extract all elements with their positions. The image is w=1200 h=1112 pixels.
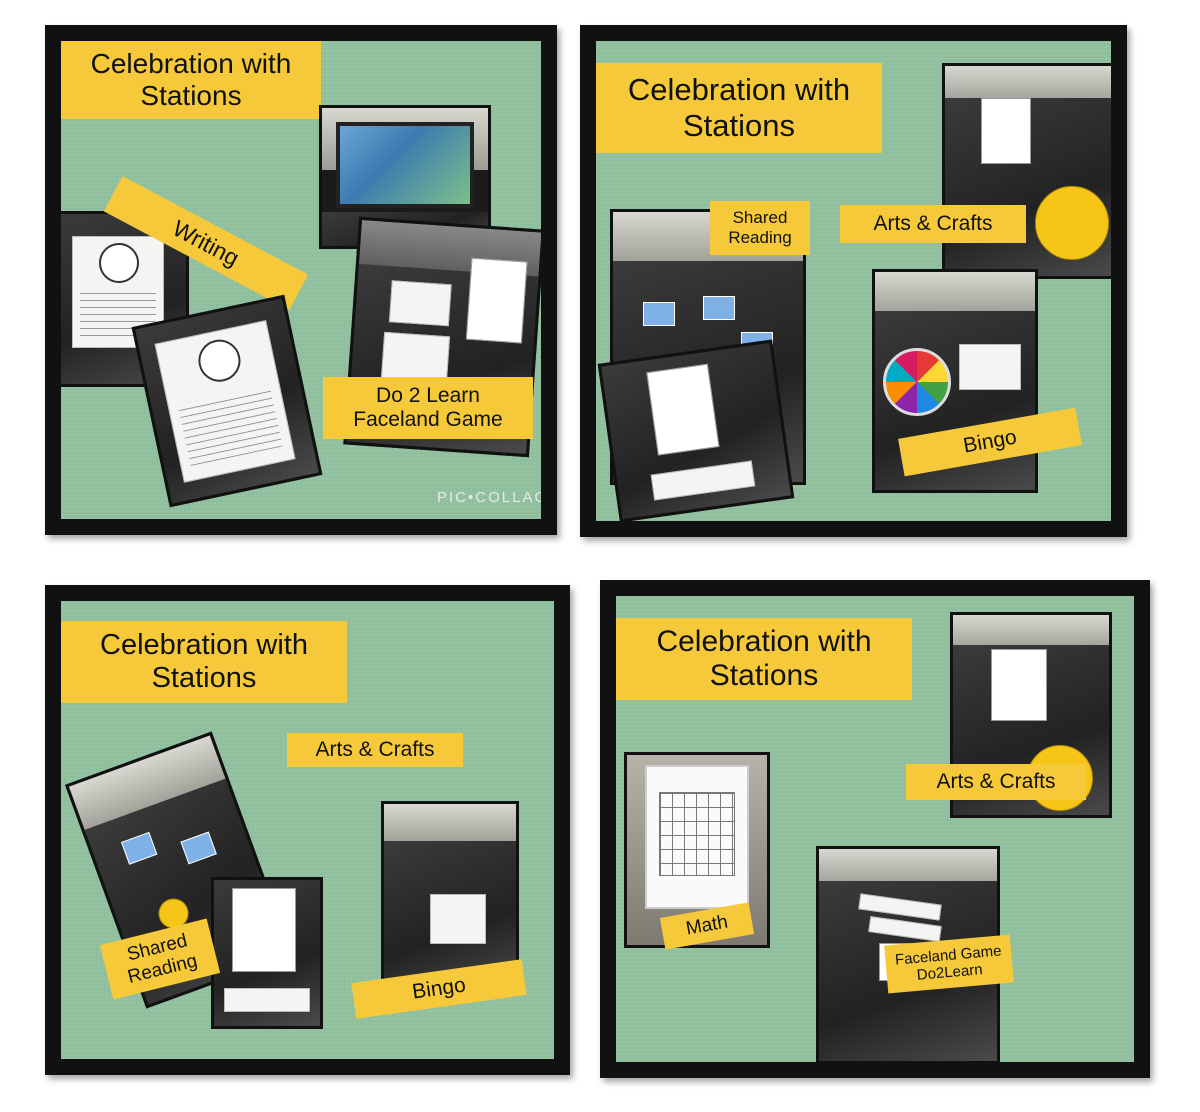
label-shared-reading: Shared Reading: [710, 201, 810, 255]
math-whiteboard: [645, 765, 749, 909]
panel-4-board: Celebration with Stations Arts & Crafts …: [616, 596, 1134, 1062]
prize-wheel: [883, 348, 951, 416]
faceland-screen: [336, 122, 474, 208]
station-3-sign: [465, 257, 528, 344]
station-4-sign: [991, 649, 1047, 721]
collage-panel-2: Celebration with Stations Arts & Crafts …: [580, 25, 1127, 537]
panel-3-board: Celebration with Stations Arts & Crafts …: [61, 601, 554, 1059]
label-arts-crafts: Arts & Crafts: [287, 733, 463, 767]
station-6-sign: [232, 888, 296, 972]
emoji-cutout: [1035, 186, 1109, 260]
panel-3-title: Celebration with Stations: [61, 621, 347, 703]
station-6-sign: [646, 363, 720, 456]
panel-2-title: Celebration with Stations: [596, 63, 882, 153]
label-arts-crafts: Arts & Crafts: [840, 205, 1026, 243]
label-arts-crafts: Arts & Crafts: [906, 764, 1086, 800]
panel-1-board: Celebration with Stations Writing: [61, 41, 541, 519]
panel-4-title: Celebration with Stations: [616, 618, 912, 700]
photo-bingo: [381, 801, 519, 993]
photo-writing-2: [131, 294, 323, 508]
collage-panel-4: Celebration with Stations Arts & Crafts …: [600, 580, 1150, 1078]
piccollage-watermark: PIC•COLLAGE: [437, 489, 541, 506]
panel-1-title: Celebration with Stations: [61, 41, 321, 119]
panel-2-board: Celebration with Stations Arts & Crafts …: [596, 41, 1111, 521]
photo-station-6: [597, 339, 795, 521]
photo-math: [624, 752, 770, 948]
photo-arts-crafts: [942, 63, 1111, 279]
label-do2learn: Do 2 Learn Faceland Game: [323, 377, 533, 439]
photo-station-6: [211, 877, 323, 1029]
collage-panel-1: Celebration with Stations Writing: [45, 25, 557, 535]
collage-panel-3: Celebration with Stations Arts & Crafts …: [45, 585, 570, 1075]
station-4-sign: [981, 98, 1031, 164]
